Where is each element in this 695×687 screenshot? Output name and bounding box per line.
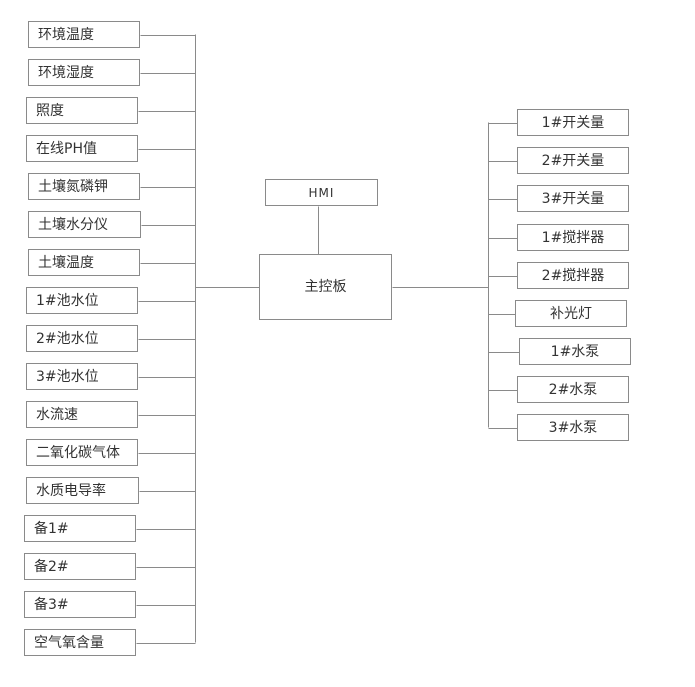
input-label: 土壤温度 xyxy=(38,254,94,271)
hmi-box: HMI xyxy=(265,179,378,206)
input-box: 环境湿度 xyxy=(28,59,140,86)
output-box: 1#开关量 xyxy=(517,109,629,136)
output-label: 1#开关量 xyxy=(541,114,605,131)
input-box: 照度 xyxy=(26,97,138,124)
input-box: 空气氧含量 xyxy=(24,629,136,656)
input-label: 空气氧含量 xyxy=(34,634,104,651)
input-label: 水质电导率 xyxy=(36,482,106,499)
input-label: 2#池水位 xyxy=(36,330,99,347)
input-box: 土壤氮磷钾 xyxy=(28,173,140,200)
input-label: 环境温度 xyxy=(38,26,94,43)
input-label: 备1# xyxy=(34,520,69,537)
input-box: 3#池水位 xyxy=(26,363,138,390)
input-box: 水流速 xyxy=(26,401,138,428)
output-label: 3#开关量 xyxy=(541,190,605,207)
output-box: 2#开关量 xyxy=(517,147,629,174)
hmi-label: HMI xyxy=(308,185,335,200)
output-box: 2#水泵 xyxy=(517,376,629,403)
output-box: 补光灯 xyxy=(515,300,627,327)
main-control-board-label: 主控板 xyxy=(304,279,347,295)
main-control-board: 主控板 xyxy=(259,254,392,320)
input-box: 备2# xyxy=(24,553,136,580)
input-label: 土壤氮磷钾 xyxy=(38,178,108,195)
input-box: 环境温度 xyxy=(28,21,140,48)
input-box: 水质电导率 xyxy=(26,477,139,504)
input-box: 1#池水位 xyxy=(26,287,138,314)
input-label: 照度 xyxy=(36,102,64,119)
input-label: 环境湿度 xyxy=(38,64,94,81)
output-box: 3#开关量 xyxy=(517,185,629,212)
input-box: 在线PH值 xyxy=(26,135,138,162)
input-box: 2#池水位 xyxy=(26,325,138,352)
output-label: 2#搅拌器 xyxy=(541,267,605,284)
input-label: 土壤水分仪 xyxy=(38,216,108,233)
input-box: 土壤水分仪 xyxy=(28,211,141,238)
output-label: 3#水泵 xyxy=(548,419,598,436)
output-box: 2#搅拌器 xyxy=(517,262,629,289)
output-box: 1#搅拌器 xyxy=(517,224,629,251)
output-box: 3#水泵 xyxy=(517,414,629,441)
output-label: 2#水泵 xyxy=(548,381,598,398)
input-box: 备1# xyxy=(24,515,136,542)
input-box: 二氧化碳气体 xyxy=(26,439,138,466)
input-label: 1#池水位 xyxy=(36,292,99,309)
input-box: 土壤温度 xyxy=(28,249,140,276)
input-label: 二氧化碳气体 xyxy=(36,444,120,461)
input-box: 备3# xyxy=(24,591,136,618)
output-label: 2#开关量 xyxy=(541,152,605,169)
input-label: 3#池水位 xyxy=(36,368,99,385)
input-label: 备3# xyxy=(34,596,69,613)
input-label: 水流速 xyxy=(36,406,78,423)
output-label: 1#水泵 xyxy=(550,343,600,360)
output-label: 1#搅拌器 xyxy=(541,229,605,246)
input-label: 在线PH值 xyxy=(36,140,97,157)
output-label: 补光灯 xyxy=(550,305,592,322)
input-label: 备2# xyxy=(34,558,69,575)
output-box: 1#水泵 xyxy=(519,338,631,365)
